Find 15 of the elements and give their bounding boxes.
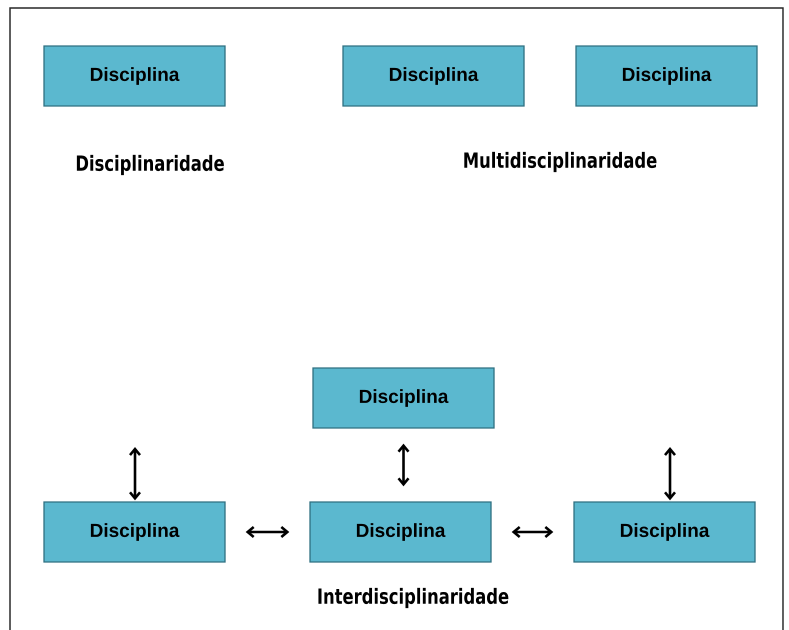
section-title: Multidisciplinaridade — [464, 152, 656, 172]
process-box: Disciplina — [43, 45, 226, 107]
double-arrow — [246, 526, 290, 538]
double-arrow — [664, 447, 676, 500]
process-box: Disciplina — [312, 367, 495, 429]
double-arrow — [512, 526, 554, 538]
process-box: Disciplina — [573, 501, 756, 563]
process-box: Disciplina — [342, 45, 525, 107]
process-box: Disciplina — [575, 45, 758, 107]
process-box: Disciplina — [43, 501, 226, 563]
section-title: Disciplinaridade — [76, 154, 224, 176]
double-arrow — [129, 447, 141, 500]
double-arrow — [398, 444, 410, 486]
section-title: Interdisciplinaridade — [318, 588, 508, 608]
process-box: Disciplina — [309, 501, 492, 563]
